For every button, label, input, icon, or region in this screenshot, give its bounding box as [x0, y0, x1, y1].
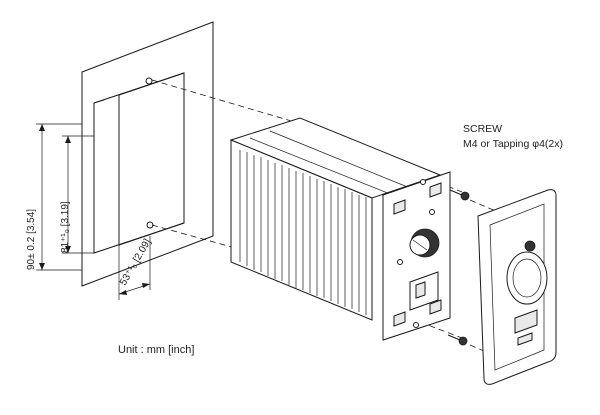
- slot-upper-left: [393, 199, 406, 215]
- screw-spec-label: M4 or Tapping φ4(2x): [463, 138, 563, 150]
- power-switch: [409, 271, 439, 311]
- dimension-height-label: 90± 0.2 [3.54]: [26, 208, 37, 270]
- plate-screw-bottom: [413, 322, 419, 328]
- dimension-lines: [36, 123, 151, 300]
- plate-screw-top: [420, 179, 426, 185]
- mounting-panel: [81, 21, 214, 287]
- slot-upper-right: [429, 182, 442, 198]
- screw-icon: [447, 334, 468, 346]
- cover-knob-opening: [506, 240, 548, 305]
- slot-lower-left: [393, 311, 406, 327]
- drive-body: [229, 117, 442, 321]
- screw-label: SCREW: [463, 123, 503, 135]
- unit-note: Unit : mm [inch]: [118, 344, 195, 356]
- dimension-inner-height-label: 81⁺¹₀ [3.19]: [60, 201, 71, 253]
- heatsink-fins: [239, 130, 411, 315]
- cover-switch-window: [514, 309, 538, 334]
- led-indicator-left: [397, 259, 403, 265]
- cover-label-window: [517, 332, 533, 346]
- slot-lower-right: [429, 299, 442, 315]
- screw-icon: [449, 189, 470, 201]
- front-plate: [382, 171, 451, 341]
- panel-screw-hole-top: [145, 77, 153, 85]
- led-indicator: [429, 209, 435, 215]
- front-cover: [477, 189, 557, 385]
- speed-knob: [409, 228, 440, 258]
